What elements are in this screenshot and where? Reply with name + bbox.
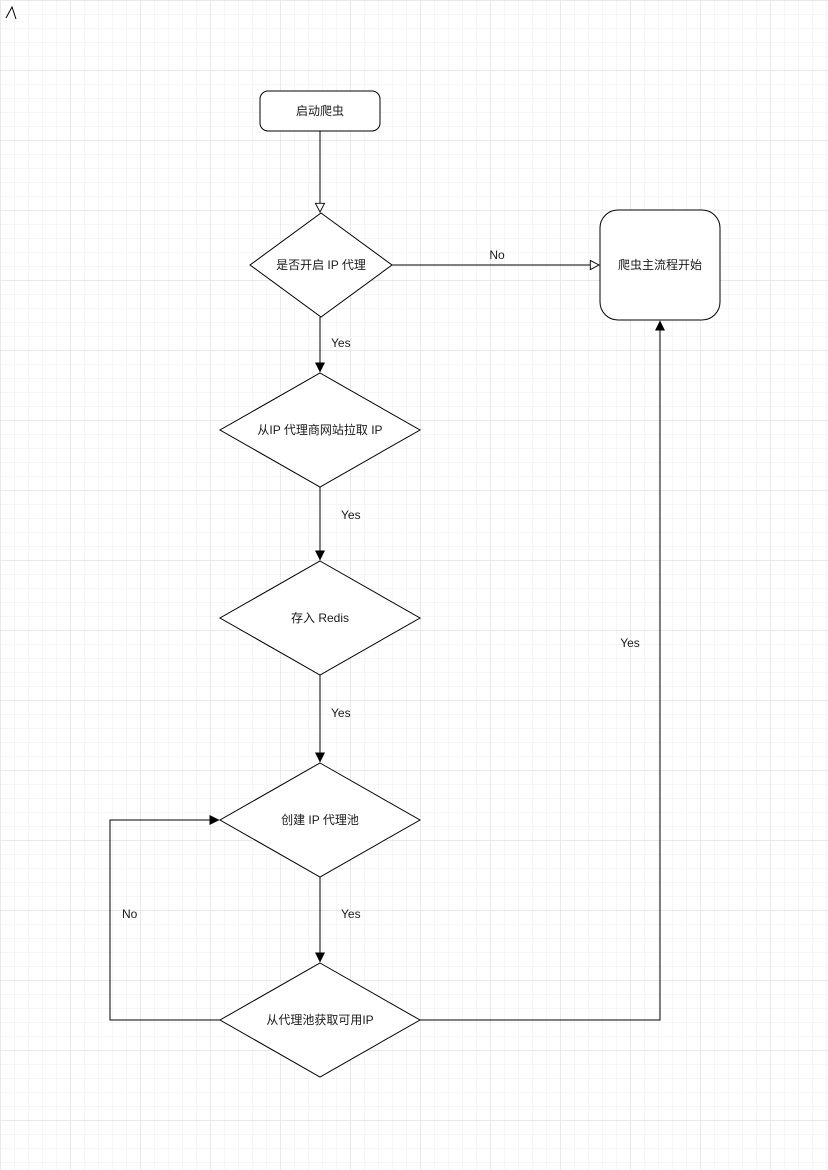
node-store-redis-shape: [218, 560, 422, 676]
node-main-process-label: 爬虫主流程开始: [618, 257, 702, 272]
edge-label-yes-4: Yes: [341, 907, 361, 921]
edge-label-no-left: No: [122, 907, 138, 921]
node-get-ip-label: 从代理池获取可用IP: [266, 1013, 373, 1027]
edge-get-to-main: [420, 320, 665, 1021]
edge-label-yes-2: Yes: [341, 508, 361, 522]
edge-get-to-pool: [109, 815, 220, 1021]
node-start-label: 启动爬虫: [296, 104, 344, 118]
node-get-ip: 从代理池获取可用IP: [218, 962, 422, 1078]
node-store-redis-label: 存入 Redis: [291, 611, 349, 625]
node-main-process-shape: [599, 209, 721, 321]
node-get-ip-shape: [218, 962, 422, 1078]
edge-label-yes-3: Yes: [331, 706, 351, 720]
canvas-edge-artifact: [5, 5, 17, 20]
node-pull-ip: 从IP 代理商网站拉取 IP: [218, 372, 422, 488]
node-decision-proxy-shape: [249, 212, 393, 318]
edge-label-yes-1: Yes: [331, 336, 351, 350]
node-pull-ip-label: 从IP 代理商网站拉取 IP: [257, 422, 382, 437]
node-create-pool-shape: [218, 762, 422, 878]
edge-label-no-top: No: [489, 248, 505, 262]
node-store-redis: 存入 Redis: [218, 560, 422, 676]
node-decision-proxy-label: 是否开启 IP 代理: [276, 258, 366, 272]
node-main-process: 爬虫主流程开始: [599, 209, 721, 321]
edge-label-yes-right: Yes: [620, 636, 640, 650]
node-decision-proxy: 是否开启 IP 代理: [249, 212, 393, 318]
node-pull-ip-shape: [218, 372, 422, 488]
node-create-pool-label: 创建 IP 代理池: [281, 813, 359, 827]
node-start: 启动爬虫: [259, 90, 381, 132]
node-start-shape: [259, 90, 381, 132]
node-create-pool: 创建 IP 代理池: [218, 762, 422, 878]
